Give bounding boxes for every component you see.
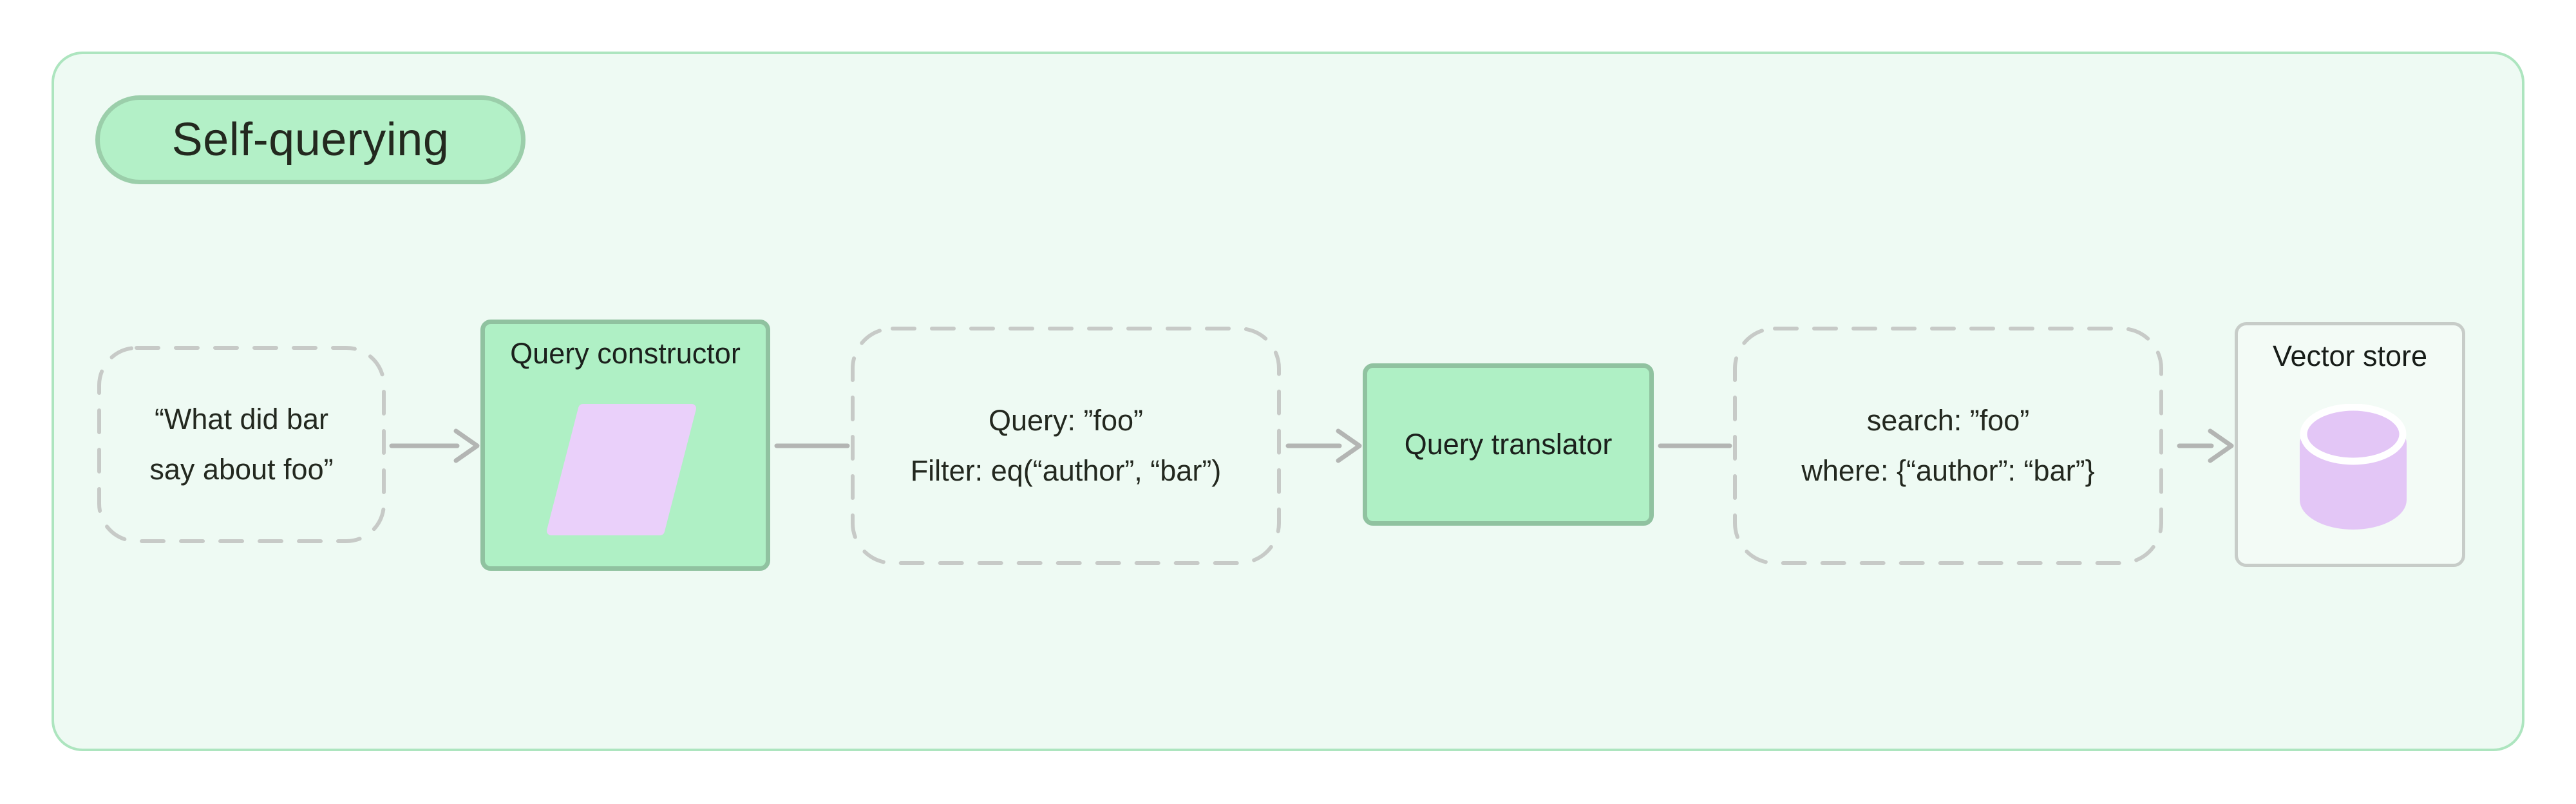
node-query-constructor: Query constructor [480, 320, 770, 571]
node-query-translator: Query translator [1363, 363, 1654, 526]
connector-line [1658, 443, 1732, 448]
dashed-border [1733, 327, 2163, 565]
dashed-border [97, 346, 386, 543]
node-user-query: “What did bar say about foo” [97, 345, 386, 544]
arrow-icon [2177, 428, 2234, 463]
diagram-canvas: Self-querying “What did bar say about fo… [52, 52, 2524, 751]
node-label: Query constructor [510, 337, 741, 370]
parallelogram-icon [547, 404, 696, 535]
node-text-line: say about foo” [149, 453, 334, 486]
node-text-line: search: ”foo” [1866, 404, 2030, 437]
node-label: Vector store [2272, 340, 2428, 372]
database-icon [2300, 404, 2407, 530]
arrow-icon [389, 428, 480, 463]
dashed-border [851, 327, 1281, 565]
diagram-title-badge: Self-querying [95, 95, 526, 184]
node-text-line: “What did bar [154, 403, 329, 436]
node-text-line: Query: ”foo” [988, 404, 1144, 437]
node-text: Query: ”foo” Filter: eq(“author”, “bar”) [850, 326, 1282, 566]
node-text-line: where: {“author”: “bar”} [1801, 454, 2095, 487]
node-constructed-query: Query: ”foo” Filter: eq(“author”, “bar”) [850, 326, 1282, 566]
node-text: search: ”foo” where: {“author”: “bar”} [1732, 326, 2164, 566]
arrow-icon [1285, 428, 1362, 463]
node-text-line: Filter: eq(“author”, “bar”) [910, 454, 1222, 487]
node-vector-store: Vector store [2235, 322, 2465, 567]
node-translated-query: search: ”foo” where: {“author”: “bar”} [1732, 326, 2164, 566]
node-label: Query translator [1404, 428, 1613, 461]
connector-line [774, 443, 850, 448]
diagram-title: Self-querying [171, 114, 450, 166]
node-text: “What did bar say about foo” [97, 345, 386, 544]
